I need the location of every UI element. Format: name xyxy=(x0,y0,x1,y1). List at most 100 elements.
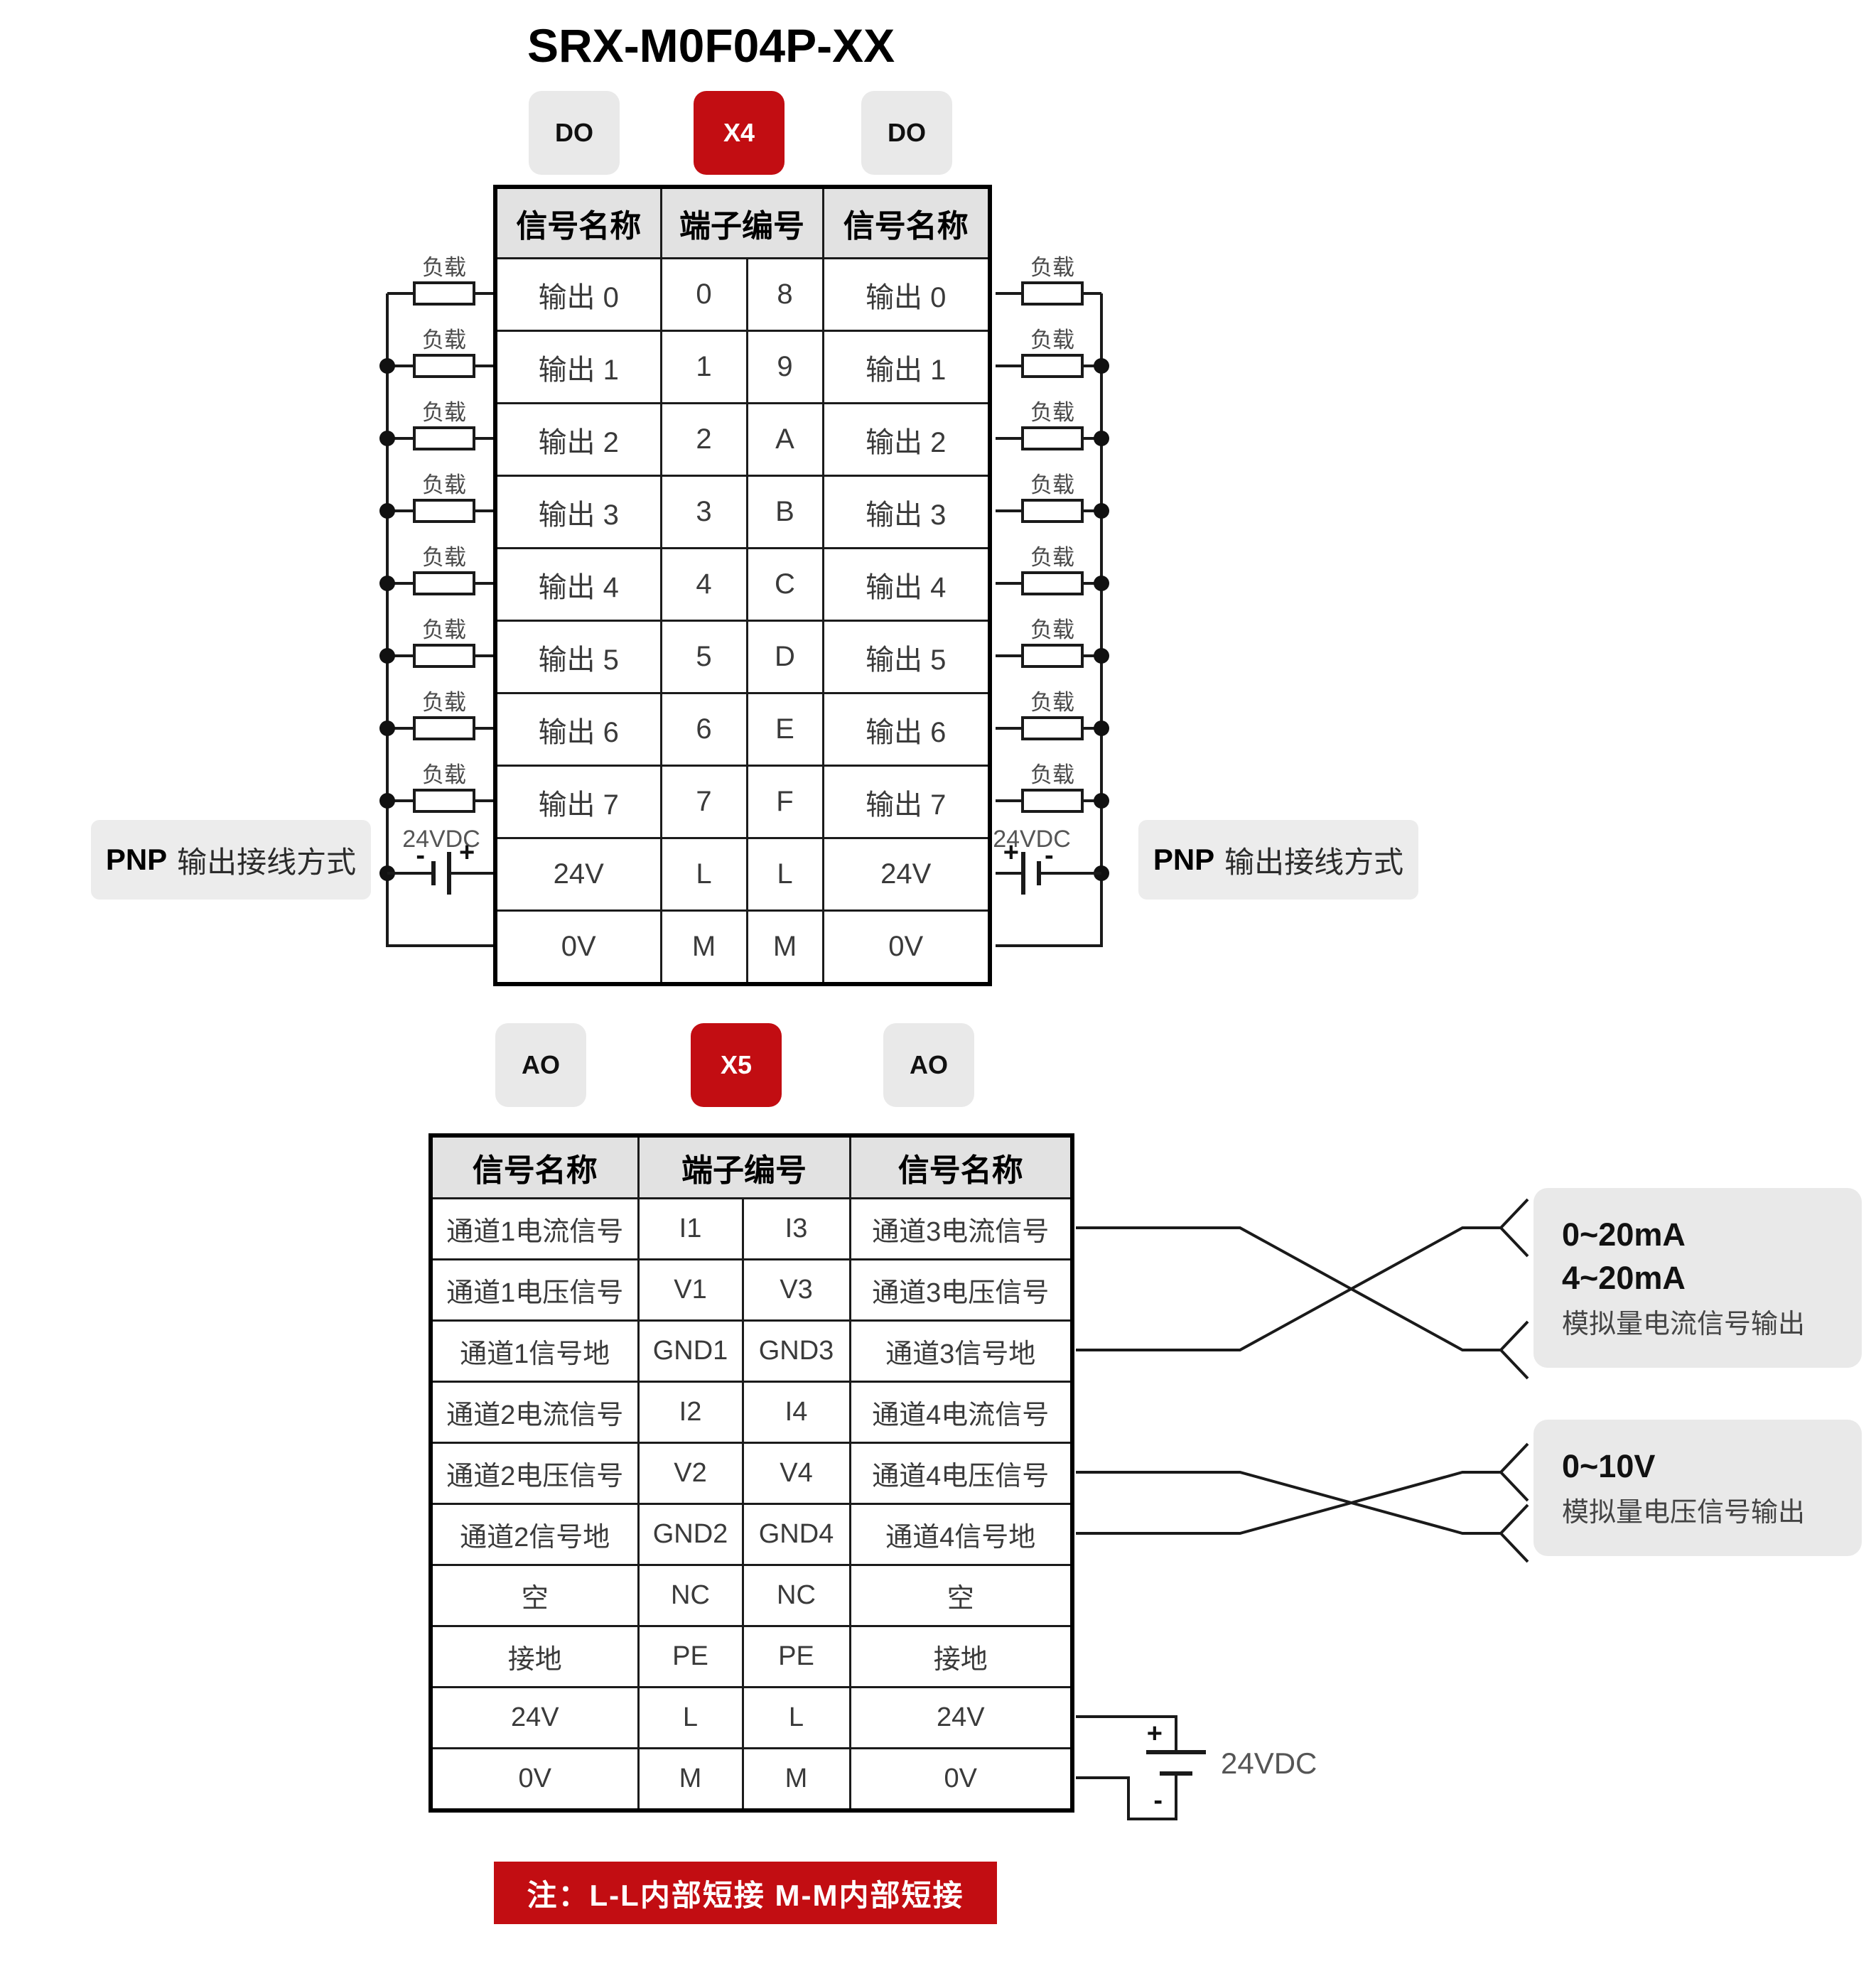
supply-label: 24VDC xyxy=(1221,1746,1317,1780)
table-row: 输出 0 0 8 输出 0 xyxy=(494,257,991,332)
terminal-number-cell: L xyxy=(637,1686,744,1749)
pnp-text: 输出接线方式 xyxy=(1224,845,1404,879)
voltage-output-info-box: 0~10V 模拟量电压信号输出 xyxy=(1533,1420,1862,1557)
col-header-signal-left: 信号名称 xyxy=(429,1134,640,1199)
terminal-number-cell: 0 xyxy=(659,257,748,332)
do-left-circuit: 24VDC - + xyxy=(379,254,495,947)
pnp-bold-text: PNP xyxy=(105,843,168,876)
terminal-number-cell: 6 xyxy=(659,692,748,767)
current-range-2: 4~20mA xyxy=(1562,1259,1686,1296)
signal-name-cell: 0V xyxy=(848,1747,1074,1812)
load-resistor xyxy=(386,471,495,523)
connector-chevron xyxy=(1499,1503,1529,1563)
terminal-number-cell: L xyxy=(745,837,824,912)
terminal-number-cell: PE xyxy=(637,1625,744,1688)
terminal-number-cell: I1 xyxy=(637,1197,744,1260)
terminal-number-cell: V1 xyxy=(637,1258,744,1322)
col-header-signal-right: 信号名称 xyxy=(848,1134,1074,1199)
signal-name-cell: 输出 4 xyxy=(494,547,662,622)
table-row: 通道1电压信号 V1 V3 通道3电压信号 xyxy=(429,1258,1074,1322)
load-resistor xyxy=(386,761,495,813)
ao-supply-circuit: + - 24VDC xyxy=(1076,1715,1317,1820)
pnp-wiring-label-left: PNP 输出接线方式 xyxy=(91,820,371,900)
signal-name-cell: 通道1电流信号 xyxy=(429,1197,640,1260)
badge-ao-right: AO xyxy=(883,1023,974,1107)
table-row: 空 NC NC 空 xyxy=(429,1564,1074,1627)
table-row: 输出 4 4 C 输出 4 xyxy=(494,547,991,622)
terminal-number-cell: F xyxy=(745,765,824,839)
signal-name-cell: 空 xyxy=(848,1564,1074,1627)
minus-sign: - xyxy=(1045,841,1054,870)
load-resistor xyxy=(386,254,495,306)
terminal-number-cell: M xyxy=(741,1747,851,1812)
signal-name-cell: 输出 2 xyxy=(821,402,991,477)
signal-name-cell: 通道4电压信号 xyxy=(848,1442,1074,1505)
terminal-number-cell: GND3 xyxy=(741,1319,851,1383)
signal-name-cell: 通道1信号地 xyxy=(429,1319,640,1383)
signal-name-cell: 输出 7 xyxy=(494,765,662,839)
current-output-desc: 模拟量电流信号输出 xyxy=(1562,1309,1806,1339)
table-row: 通道1信号地 GND1 GND3 通道3信号地 xyxy=(429,1319,1074,1383)
load-resistor xyxy=(386,326,495,378)
pnp-text: 输出接线方式 xyxy=(177,845,357,879)
terminal-number-cell: NC xyxy=(637,1564,744,1627)
right-bus-wire xyxy=(996,293,1103,947)
signal-name-cell: 输出 6 xyxy=(821,692,991,767)
terminal-number-cell: V2 xyxy=(637,1442,744,1505)
table-row: 通道2电压信号 V2 V4 通道4电压信号 xyxy=(429,1442,1074,1505)
load-resistor xyxy=(386,399,495,450)
signal-name-cell: 通道1电压信号 xyxy=(429,1258,640,1322)
do-terminal-table: 信号名称 端子编号 信号名称 输出 0 0 8 输出 0 输出 1 1 9 输出 xyxy=(493,185,992,986)
terminal-number-cell: V3 xyxy=(741,1258,851,1322)
signal-name-cell: 通道2信号地 xyxy=(429,1503,640,1566)
battery-symbol: 24VDC + - xyxy=(993,826,1101,895)
voltage-output-desc: 模拟量电压信号输出 xyxy=(1562,1497,1806,1528)
terminal-number-cell: L xyxy=(741,1686,851,1749)
load-resistor xyxy=(994,471,1103,523)
page-title: SRX-M0F04P-XX xyxy=(527,19,895,72)
signal-name-cell: 通道4电流信号 xyxy=(848,1381,1074,1444)
load-resistor xyxy=(994,616,1103,668)
connector-chevron xyxy=(1499,1198,1529,1258)
do-right-circuit: 24VDC + - xyxy=(993,254,1109,947)
badge-do-right: DO xyxy=(861,91,952,175)
plus-sign: + xyxy=(459,838,475,868)
terminal-number-cell: 8 xyxy=(745,257,824,332)
signal-name-cell: 0V xyxy=(429,1747,640,1812)
terminal-number-cell: NC xyxy=(741,1564,851,1627)
signal-name-cell: 0V xyxy=(494,909,662,986)
terminal-number-cell: D xyxy=(745,620,824,694)
signal-name-cell: 输出 7 xyxy=(821,765,991,839)
terminal-number-cell: C xyxy=(745,547,824,622)
terminal-number-cell: I4 xyxy=(741,1381,851,1444)
header-row: 信号名称 端子编号 信号名称 xyxy=(494,185,991,259)
load-resistor xyxy=(386,616,495,668)
terminal-number-cell: 2 xyxy=(659,402,748,477)
table-row: 输出 3 3 B 输出 3 xyxy=(494,475,991,549)
signal-name-cell: 输出 2 xyxy=(494,402,662,477)
terminal-number-cell: 7 xyxy=(659,765,748,839)
load-resistor xyxy=(386,689,495,740)
signal-name-cell: 通道3电流信号 xyxy=(848,1197,1074,1260)
signal-name-cell: 输出 0 xyxy=(821,257,991,332)
load-resistor xyxy=(994,326,1103,378)
signal-name-cell: 输出 3 xyxy=(494,475,662,549)
badge-do-left: DO xyxy=(529,91,620,175)
battery-symbol: 24VDC - + xyxy=(387,826,493,895)
terminal-number-cell: A xyxy=(745,402,824,477)
terminal-number-cell: 3 xyxy=(659,475,748,549)
signal-name-cell: 输出 4 xyxy=(821,547,991,622)
terminal-number-cell: GND1 xyxy=(637,1319,744,1383)
terminal-number-cell: V4 xyxy=(741,1442,851,1505)
supply-label: 24VDC xyxy=(402,826,480,853)
connector-chevron xyxy=(1499,1320,1529,1380)
minus-sign: - xyxy=(416,841,425,870)
junction-dots xyxy=(1094,358,1109,881)
signal-name-cell: 输出 1 xyxy=(494,330,662,404)
terminal-number-cell: L xyxy=(659,837,748,912)
table-row: 0V M M 0V xyxy=(429,1747,1074,1812)
terminal-number-cell: B xyxy=(745,475,824,549)
supply-label: 24VDC xyxy=(993,826,1071,853)
left-bus-wire xyxy=(386,293,493,947)
connector-chevron xyxy=(1499,1442,1529,1502)
